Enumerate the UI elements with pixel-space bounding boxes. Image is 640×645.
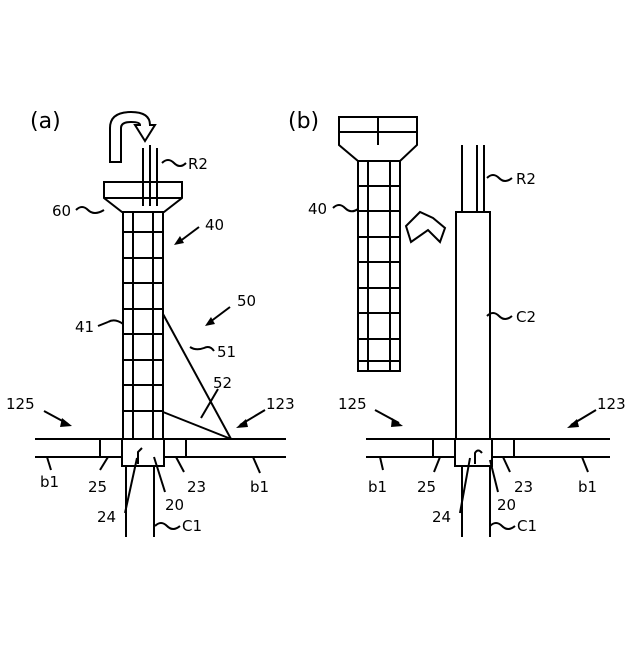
label-25-a: 25	[88, 478, 107, 496]
label-b1-left-b: b1	[368, 478, 387, 496]
label-24-a: 24	[97, 508, 116, 526]
label-52: 52	[213, 374, 232, 392]
panel-b-title: (b)	[288, 109, 319, 134]
label-123-b: 123	[597, 395, 626, 413]
label-41: 41	[75, 318, 94, 336]
panel-b-arrowheads	[391, 418, 579, 428]
label-20-b: 20	[497, 496, 516, 514]
label-23-a: 23	[187, 478, 206, 496]
label-25-b: 25	[417, 478, 436, 496]
label-24-b: 24	[432, 508, 451, 526]
label-b1-right-a: b1	[250, 478, 269, 496]
label-b1-right-b: b1	[578, 478, 597, 496]
label-51: 51	[217, 343, 236, 361]
label-c1-a: C1	[182, 517, 202, 535]
label-c1-b: C1	[517, 517, 537, 535]
label-23-b: 23	[514, 478, 533, 496]
label-40-b: 40	[308, 200, 327, 218]
label-50: 50	[237, 292, 256, 310]
label-125-a: 125	[6, 395, 35, 413]
label-c2: C2	[516, 308, 536, 326]
panel-b-drawing	[333, 117, 610, 537]
panel-a-title: (a)	[30, 109, 61, 134]
label-b1-left-a: b1	[40, 473, 59, 491]
label-125-b: 125	[338, 395, 367, 413]
label-r2-b: R2	[516, 170, 536, 188]
label-r2-a: R2	[188, 155, 208, 173]
label-60: 60	[52, 202, 71, 220]
label-40-a: 40	[205, 216, 224, 234]
label-20-a: 20	[165, 496, 184, 514]
panel-a-drawing	[35, 112, 286, 537]
label-123-a: 123	[266, 395, 295, 413]
